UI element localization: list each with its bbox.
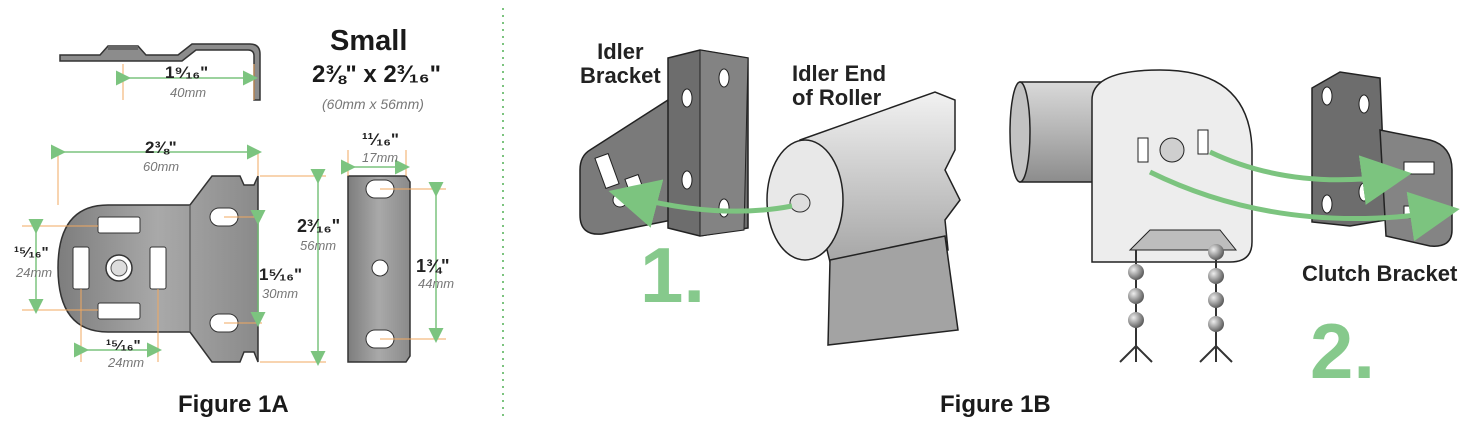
side-view-width: 1⁹⁄₁₆" <box>165 63 209 82</box>
step-2-arrow-upper <box>1208 149 1412 205</box>
edge-view-bracket <box>347 175 411 363</box>
bottom-slot-width: ¹⁵⁄₁₆" <box>106 337 141 354</box>
edge-hole-span-mm: 44mm <box>418 276 455 291</box>
idler-end-label: Idler End of Roller <box>792 61 887 110</box>
edge-width-mm: 17mm <box>362 150 399 165</box>
side-view-width-mm: 40mm <box>170 85 207 100</box>
edge-hole-span: 1¾" <box>416 256 450 276</box>
left-hole-span: 1⁵⁄₁₆" <box>259 265 303 284</box>
step-2-number: 2. <box>1310 307 1376 395</box>
step-2-arrow-lower <box>1148 169 1460 242</box>
size-metric: (60mm x 56mm) <box>322 96 424 112</box>
figure-1b-caption: Figure 1B <box>940 391 1051 418</box>
clutch-body <box>1091 69 1253 263</box>
bottom-slot-width-mm: 24mm <box>108 355 145 370</box>
height-dimension-mm: 56mm <box>300 238 337 253</box>
idler-bracket-label: Idler Bracket <box>580 39 661 88</box>
bead-chain <box>1119 244 1233 363</box>
left-slot-height-mm: 24mm <box>16 265 53 280</box>
figure-1a-caption: Figure 1A <box>178 391 289 418</box>
side-view-bracket <box>59 43 261 101</box>
clutch-bracket-label: Clutch Bracket <box>1302 261 1458 286</box>
width-dimension: 2⅜" <box>145 138 177 157</box>
step-1-number: 1. <box>640 231 706 319</box>
left-slot-height: ¹⁵⁄₁₆" <box>14 244 49 261</box>
size-name: Small <box>330 25 408 57</box>
edge-width: ¹¹⁄₁₆" <box>362 130 399 149</box>
size-imperial: 2⅜" x 2³⁄₁₆" <box>312 61 441 88</box>
height-dimension: 2³⁄₁₆" <box>297 216 341 236</box>
left-hole-span-mm: 30mm <box>262 286 299 301</box>
width-dimension-mm: 60mm <box>143 159 180 174</box>
step-1-arrow <box>608 179 793 228</box>
idler-roller <box>766 91 961 346</box>
